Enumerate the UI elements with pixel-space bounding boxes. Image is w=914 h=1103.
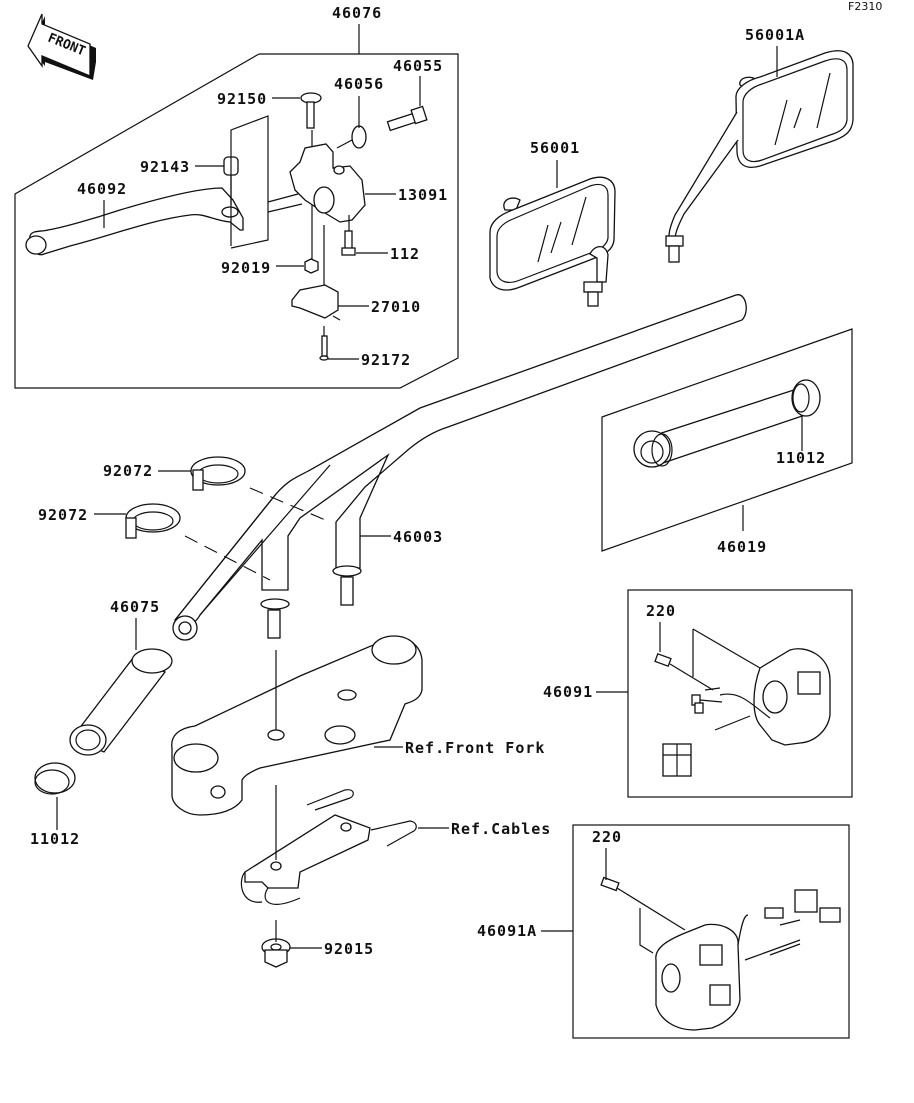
- ring-11012-right: [791, 379, 821, 417]
- label-46055[interactable]: 46055: [393, 57, 443, 75]
- label-ref-cables[interactable]: Ref.Cables: [451, 820, 551, 838]
- label-46091[interactable]: 46091: [543, 683, 593, 701]
- label-92019[interactable]: 92019: [221, 259, 271, 277]
- adjuster-46056: [336, 96, 367, 149]
- label-46091A[interactable]: 46091A: [477, 922, 537, 940]
- label-46056[interactable]: 46056: [334, 75, 384, 93]
- label-56001A[interactable]: 56001A: [745, 26, 805, 44]
- label-92143[interactable]: 92143: [140, 158, 190, 176]
- handlebar-46003: [172, 294, 747, 641]
- label-13091[interactable]: 13091: [398, 186, 448, 204]
- bolt-46055: [386, 76, 428, 132]
- label-27010[interactable]: 27010: [371, 298, 421, 316]
- label-92072-lower[interactable]: 92072: [38, 506, 88, 524]
- right-switch-group: [572, 824, 850, 1039]
- label-92015[interactable]: 92015: [324, 940, 374, 958]
- figure-code: F2310: [848, 0, 882, 13]
- label-46076[interactable]: 46076: [332, 4, 382, 22]
- end-cap-11012-left: [34, 762, 76, 795]
- label-220-upper[interactable]: 220: [646, 602, 676, 620]
- mirror-56001: [489, 176, 616, 307]
- label-220-lower[interactable]: 220: [592, 828, 622, 846]
- upper-bracket: [171, 635, 423, 816]
- label-46092[interactable]: 46092: [77, 180, 127, 198]
- label-112[interactable]: 112: [390, 245, 420, 263]
- label-92150[interactable]: 92150: [217, 90, 267, 108]
- label-92072-upper[interactable]: 92072: [103, 462, 153, 480]
- nut-92015: [261, 920, 291, 968]
- cable-guide: [240, 785, 417, 905]
- label-92172[interactable]: 92172: [361, 351, 411, 369]
- nut-92019: [304, 258, 319, 274]
- label-11012-left[interactable]: 11012: [30, 830, 80, 848]
- lever-assembly-group: 46076: [14, 4, 459, 389]
- clamp-92072-upper: [190, 456, 331, 523]
- lever-holder-13091: [267, 143, 366, 223]
- switch-27010: [291, 225, 341, 321]
- label-46075[interactable]: 46075: [110, 598, 160, 616]
- clamp-92072-lower: [125, 503, 271, 581]
- label-11012-right[interactable]: 11012: [776, 449, 826, 467]
- left-switch-group: [627, 589, 853, 798]
- label-46019[interactable]: 46019: [717, 538, 767, 556]
- front-arrow-icon: FRONT: [27, 13, 96, 80]
- label-56001[interactable]: 56001: [530, 139, 580, 157]
- screw-92172: [319, 326, 329, 361]
- label-ref-front-fork[interactable]: Ref.Front Fork: [405, 739, 545, 757]
- throttle-grip-group: [601, 328, 853, 552]
- grip-46075: [69, 648, 173, 756]
- label-46003[interactable]: 46003: [393, 528, 443, 546]
- clutch-lever: [25, 187, 244, 256]
- mirror-56001A: [665, 50, 854, 263]
- screw-112: [341, 215, 356, 256]
